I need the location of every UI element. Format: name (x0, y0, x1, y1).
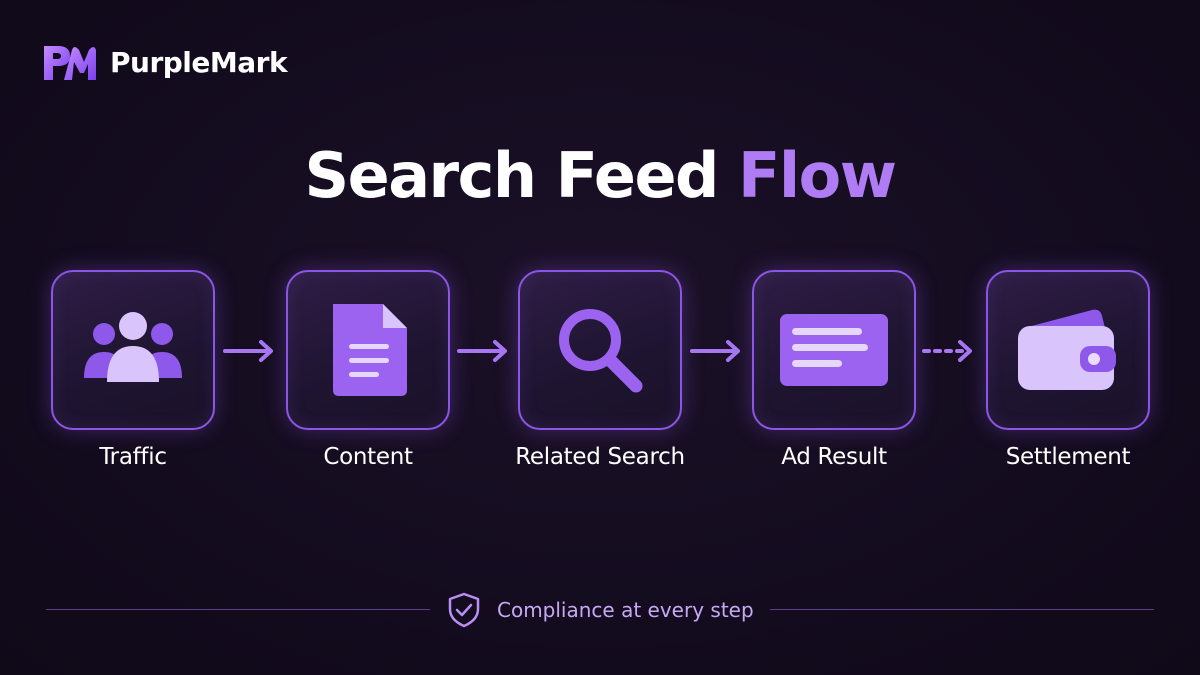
brand: PurpleMark (42, 42, 288, 82)
title-main: Search Feed (304, 139, 720, 212)
wallet-icon (1018, 309, 1116, 390)
arrow-right-icon (223, 340, 273, 362)
step-label-content: Content (323, 444, 413, 470)
shield-check-icon (448, 592, 480, 628)
footer-divider-left (46, 609, 430, 610)
brand-name: PurpleMark (110, 45, 288, 79)
arrow-right-icon (457, 340, 507, 362)
document-icon (333, 304, 407, 396)
users-icon (84, 312, 182, 382)
pm-monogram-icon (44, 46, 96, 80)
step-ad-result (752, 270, 916, 430)
step-label-settlement: Settlement (1005, 444, 1131, 470)
page-title: Search Feed Flow (0, 136, 1200, 216)
arrow-right-icon (690, 340, 740, 362)
compliance-text: Compliance at every step (497, 598, 754, 622)
title-accent: Flow (738, 139, 897, 212)
step-settlement (986, 270, 1150, 430)
dashed-arrow-right-icon (922, 340, 972, 362)
step-label-ad-result: Ad Result (781, 444, 887, 470)
step-content (286, 270, 450, 430)
footer-divider-right (770, 609, 1154, 610)
step-label-related-search: Related Search (515, 444, 685, 470)
step-label-traffic: Traffic (99, 444, 167, 470)
search-icon (559, 309, 643, 393)
step-traffic (51, 270, 215, 430)
step-related-search (518, 270, 682, 430)
compliance-note: Compliance at every step (445, 591, 754, 629)
ad-card-icon (780, 314, 888, 386)
